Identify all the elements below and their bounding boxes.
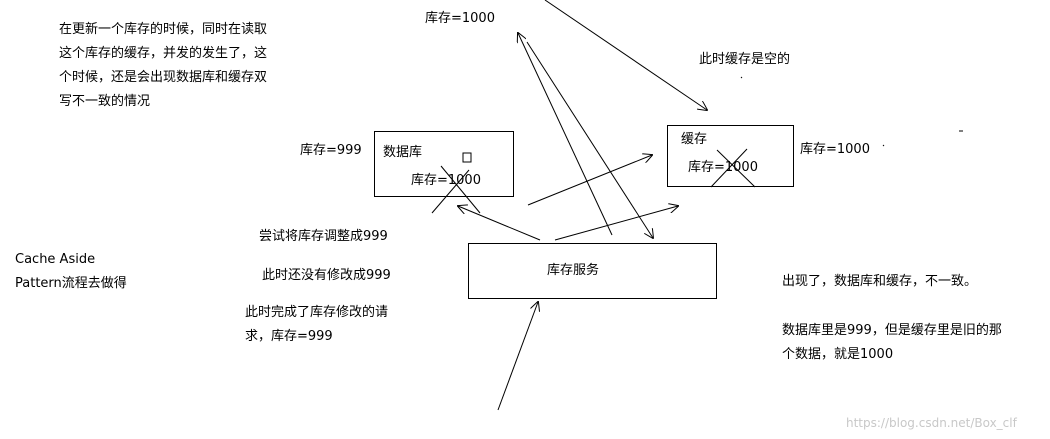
- step-note-2: 此时还没有修改成999: [262, 268, 391, 283]
- arrow-service-up-to-top: [518, 33, 613, 236]
- stray-mark-3: [882, 144, 885, 147]
- strike-cache-value-b: [716, 149, 756, 188]
- strike-database-value-b: [440, 165, 481, 214]
- arrow-to-cache-upper: [527, 155, 652, 206]
- cache-outer-value: 库存=1000: [800, 142, 870, 157]
- result-line-1: 出现了，数据库和缓存，不一致。: [782, 274, 978, 289]
- left-note: 在更新一个库存的时候，同时在读取 这个库存的缓存，并发的发生了，这 个时候，还是…: [59, 18, 267, 114]
- watermark-text: https://blog.csdn.net/Box_clf: [846, 416, 1017, 430]
- step-note-3-line-2: 求，库存=999: [245, 329, 333, 344]
- database-old-value: 库存=1000: [411, 173, 481, 188]
- step-note-3-line-1: 此时完成了库存修改的请: [245, 305, 389, 320]
- step-note-1: 尝试将库存调整成999: [259, 229, 388, 244]
- strike-database-value-a: [431, 169, 470, 214]
- database-marker-square: [462, 152, 472, 163]
- strike-cache-value-a: [710, 148, 748, 188]
- arrow-top-down-to-service: [526, 41, 653, 238]
- stock-service-box: [468, 243, 717, 299]
- result-line-3: 个数据，就是1000: [782, 347, 894, 362]
- cache-inner-value: 库存=1000: [688, 160, 758, 175]
- pattern-note-line-2: Pattern流程去做得: [15, 276, 127, 291]
- cache-title: 缓存: [681, 132, 708, 147]
- left-note-line-3: 个时候，还是会出现数据库和缓存双: [59, 70, 268, 85]
- database-box: [374, 131, 514, 197]
- arrow-incoming-request: [497, 302, 538, 411]
- top-stock-label: 库存=1000: [425, 11, 495, 26]
- left-note-line-4: 写不一致的情况: [59, 94, 151, 109]
- arrow-read-to-cache: [544, 0, 707, 110]
- arrow-service-to-cache: [554, 206, 678, 241]
- cache-empty-note: 此时缓存是空的: [699, 52, 791, 67]
- left-note-line-2: 这个库存的缓存，并发的发生了，这: [59, 46, 268, 61]
- stray-mark-1: [740, 76, 743, 79]
- arrow-service-to-database: [458, 206, 541, 241]
- left-note-line-1: 在更新一个库存的时候，同时在读取: [59, 22, 268, 37]
- stock-service-title: 库存服务: [547, 263, 600, 278]
- cache-box: [667, 125, 794, 187]
- database-title: 数据库: [383, 145, 423, 160]
- database-new-value: 库存=999: [300, 143, 362, 158]
- pattern-note-line-1: Cache Aside: [15, 252, 96, 267]
- result-line-2: 数据库里是999，但是缓存里是旧的那: [782, 323, 1002, 338]
